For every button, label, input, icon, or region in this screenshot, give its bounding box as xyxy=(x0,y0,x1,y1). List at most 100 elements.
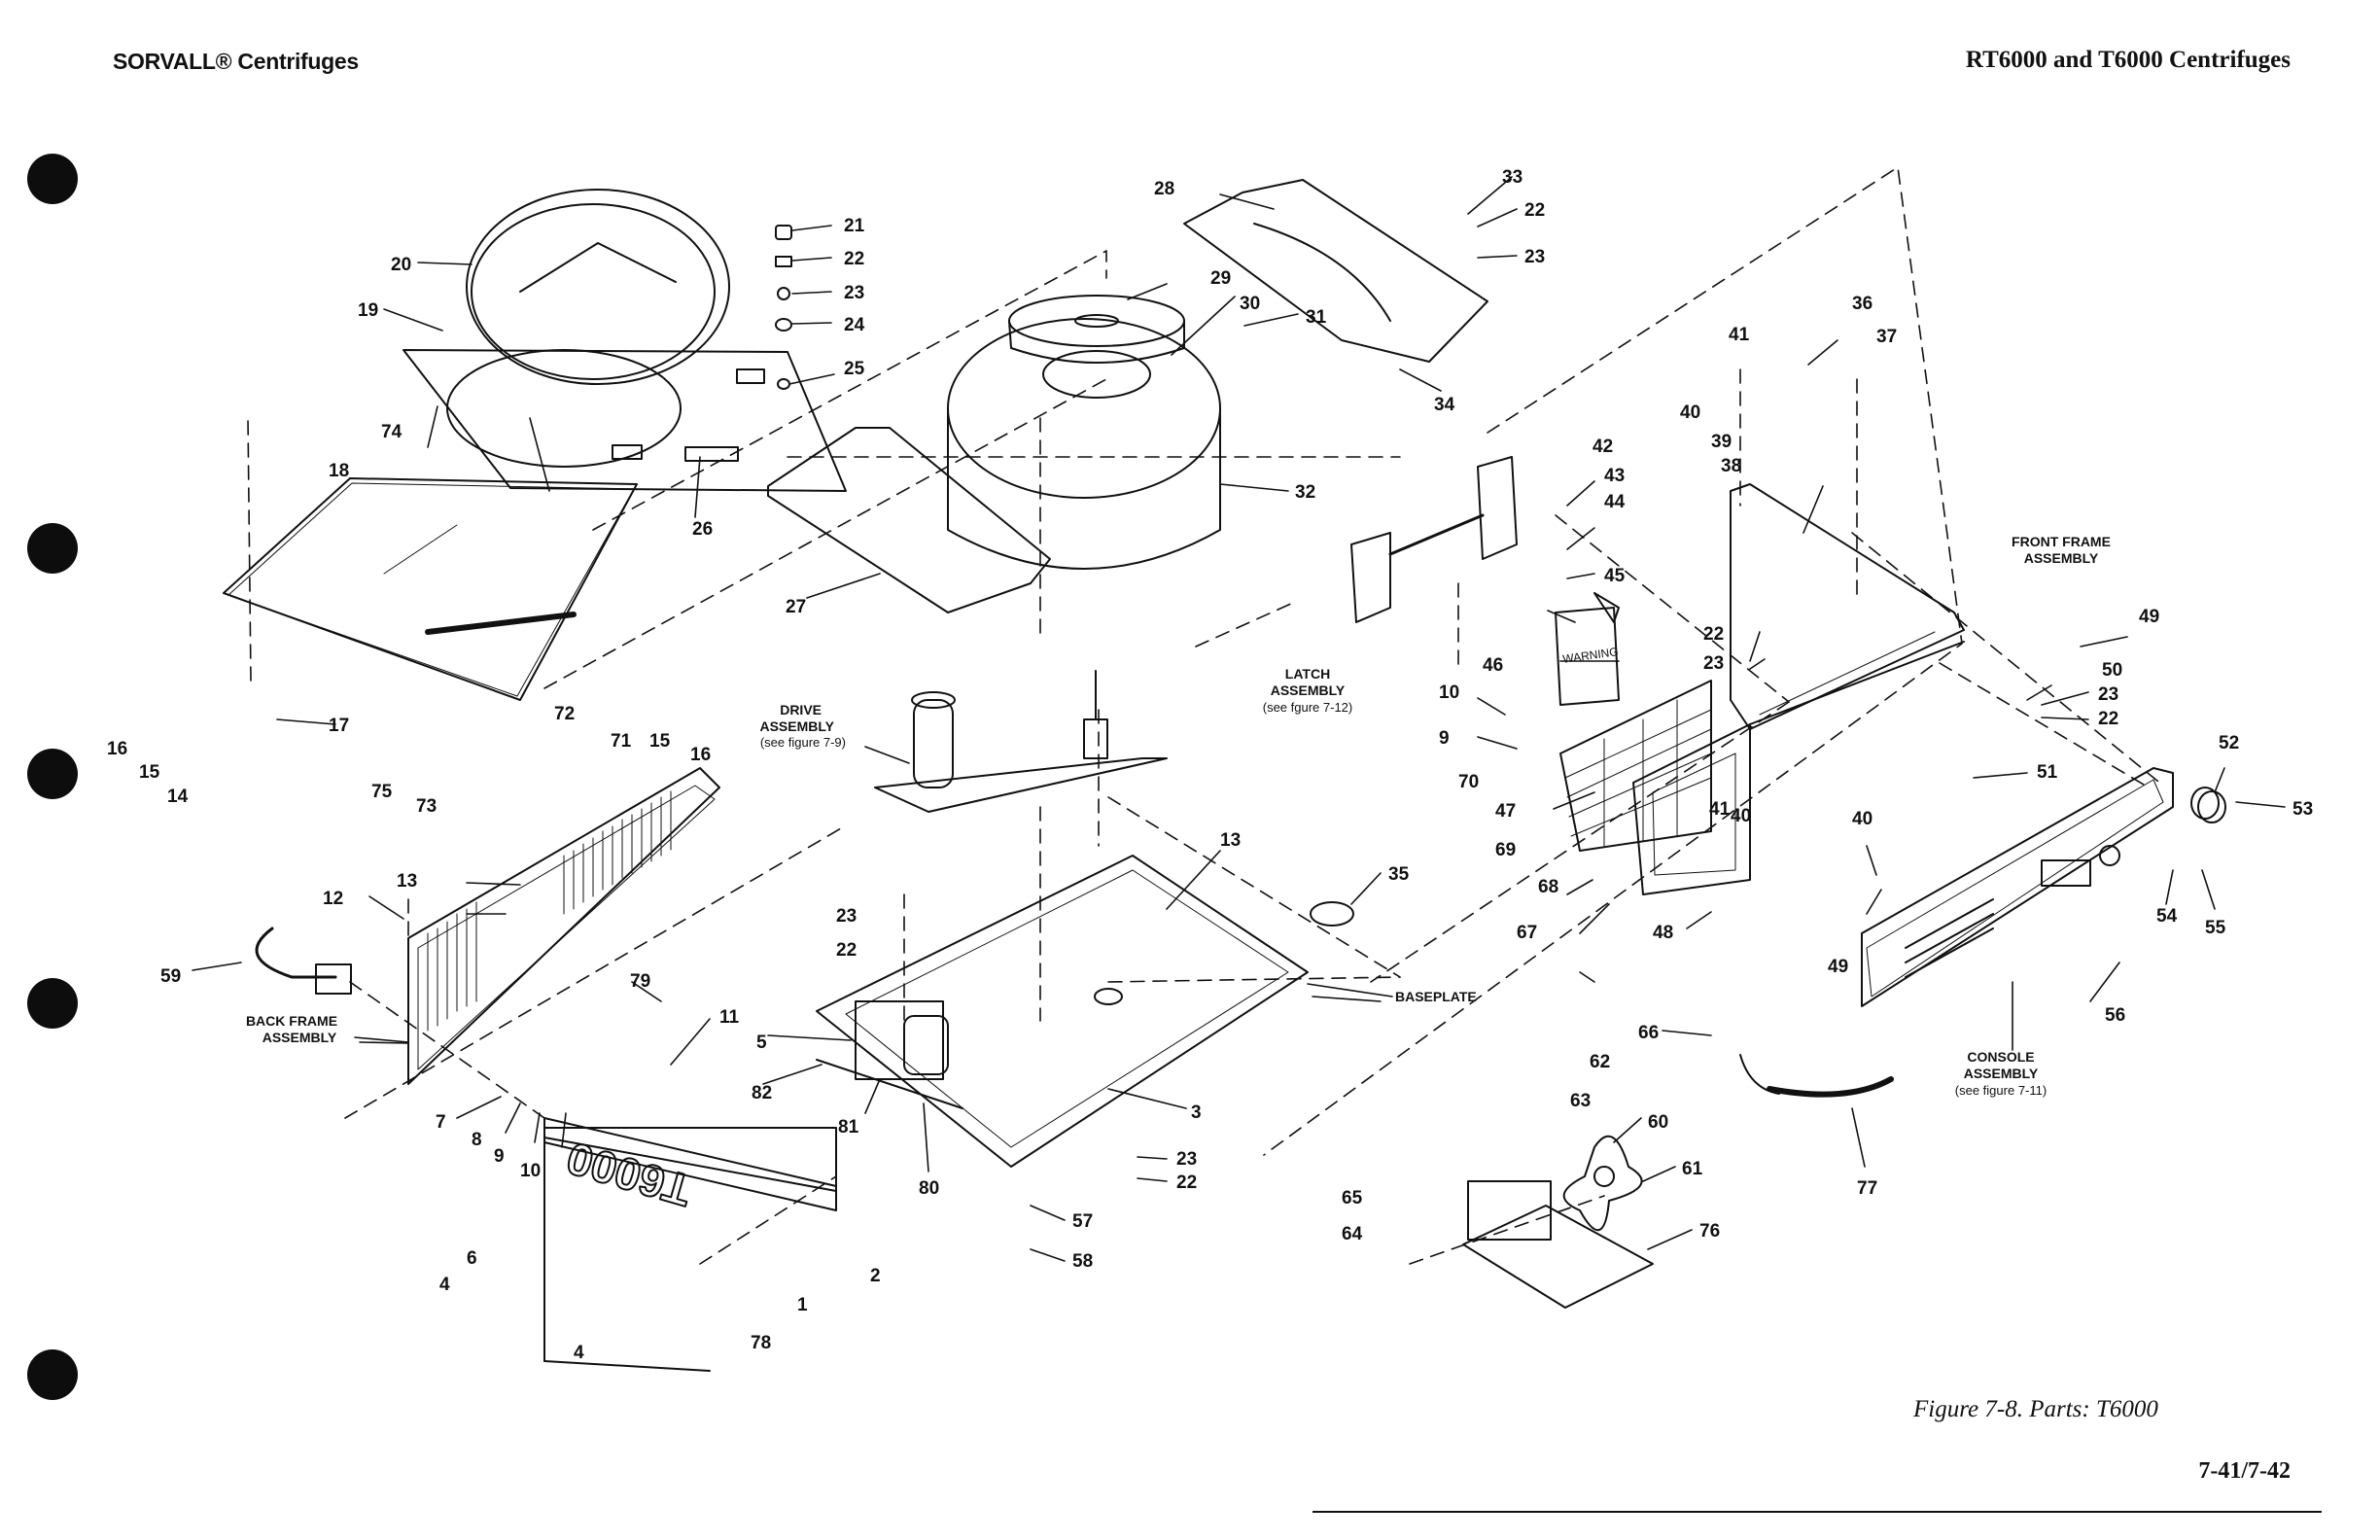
callout-9a: 9 xyxy=(494,1146,505,1167)
t6000-mark: T6000 xyxy=(561,1133,697,1216)
callout-31: 31 xyxy=(1306,307,1327,328)
callout-47: 47 xyxy=(1495,801,1516,822)
callout-71: 71 xyxy=(611,731,632,752)
callout-29: 29 xyxy=(1210,268,1231,289)
page-header-right: RT6000 and T6000 Centrifuges xyxy=(1965,47,2291,73)
callout-numbers: 20 19 21 22 23 24 25 26 28 29 30 31 32 3… xyxy=(107,167,2313,1363)
callout-45: 45 xyxy=(1604,566,1626,586)
warning-bracket xyxy=(1555,592,1620,706)
front-frame-label-1: FRONT FRAME xyxy=(2012,534,2111,549)
assembly-labels: DRIVE ASSEMBLY (see figure 7-9) LATCH AS… xyxy=(246,534,2111,1098)
knob xyxy=(2190,787,2226,823)
callout-41a: 41 xyxy=(1729,325,1750,345)
baseplate-label: BASEPLATE xyxy=(1395,989,1477,1004)
callout-11: 11 xyxy=(719,1007,740,1028)
drive-assembly-label-1: DRIVE xyxy=(780,702,822,718)
callout-2: 2 xyxy=(870,1266,881,1286)
callout-1: 1 xyxy=(797,1295,808,1315)
callout-6: 6 xyxy=(467,1248,477,1269)
callout-22a: 22 xyxy=(844,249,864,269)
callout-28: 28 xyxy=(1154,179,1174,199)
callout-41b: 41 xyxy=(1709,799,1731,820)
callout-17: 17 xyxy=(329,716,349,736)
page-number: 7-41/7-42 xyxy=(2198,1458,2291,1484)
callout-21: 21 xyxy=(844,216,865,236)
callout-9b: 9 xyxy=(1439,728,1450,749)
callout-22d: 22 xyxy=(1176,1172,1197,1193)
callout-16a: 16 xyxy=(107,739,127,759)
front-frame-label-2: ASSEMBLY xyxy=(2024,550,2099,566)
front-frame-assembly xyxy=(1632,483,1965,895)
callout-25: 25 xyxy=(844,359,865,379)
callout-58: 58 xyxy=(1072,1251,1093,1272)
callout-14: 14 xyxy=(167,787,189,807)
callout-4a: 4 xyxy=(439,1275,450,1295)
figure-caption: Figure 7-8. Parts: T6000 xyxy=(1913,1396,2158,1422)
callout-77: 77 xyxy=(1857,1178,1877,1199)
callout-63: 63 xyxy=(1570,1091,1591,1111)
rotor-bowl xyxy=(947,295,1221,570)
callout-23f: 23 xyxy=(2098,684,2118,705)
callout-32: 32 xyxy=(1295,482,1315,503)
drive-motor-mount xyxy=(816,1000,963,1109)
side-cover-panel xyxy=(543,1117,837,1372)
callout-22c: 22 xyxy=(836,940,857,961)
binder-hole-4 xyxy=(27,978,78,1029)
latch-assembly-sketch xyxy=(1350,456,1518,623)
callout-8: 8 xyxy=(472,1130,482,1150)
back-frame-panel xyxy=(407,767,720,1085)
callout-73: 73 xyxy=(416,796,437,817)
callout-23a: 23 xyxy=(844,283,864,303)
callout-36: 36 xyxy=(1852,294,1872,314)
callout-35: 35 xyxy=(1388,864,1410,885)
drive-assembly-sketch xyxy=(874,670,1168,813)
callout-13a: 13 xyxy=(397,871,417,892)
callout-13b: 13 xyxy=(1220,830,1241,851)
fan-assembly xyxy=(1462,1135,1654,1309)
bowl-plates xyxy=(767,179,1488,613)
vent-pad xyxy=(1310,901,1354,927)
cables xyxy=(255,927,1894,1098)
callout-62: 62 xyxy=(1590,1052,1610,1072)
callout-68: 68 xyxy=(1538,877,1558,897)
baseplate xyxy=(816,855,1309,1168)
callout-55: 55 xyxy=(2205,918,2226,938)
callout-76: 76 xyxy=(1699,1221,1720,1242)
callout-16b: 16 xyxy=(690,745,711,765)
callout-59: 59 xyxy=(160,966,181,987)
callout-49a: 49 xyxy=(2139,607,2159,627)
callout-10b: 10 xyxy=(1439,682,1459,703)
callout-19: 19 xyxy=(358,300,378,321)
callout-54: 54 xyxy=(2156,906,2178,927)
callout-22e: 22 xyxy=(1703,624,1724,645)
callout-5: 5 xyxy=(756,1032,767,1053)
callout-39: 39 xyxy=(1711,432,1732,452)
leader-lines xyxy=(192,176,2286,1262)
callout-38: 38 xyxy=(1721,456,1741,476)
callout-48: 48 xyxy=(1653,923,1673,943)
callout-23d: 23 xyxy=(1176,1149,1197,1170)
callout-51: 51 xyxy=(2037,762,2058,783)
callout-12: 12 xyxy=(323,889,343,909)
callout-15b: 15 xyxy=(649,731,671,752)
callout-46: 46 xyxy=(1483,655,1503,676)
callout-40c: 40 xyxy=(1852,809,1872,829)
callout-67: 67 xyxy=(1517,923,1537,943)
back-frame-label-1: BACK FRAME xyxy=(246,1013,337,1029)
console-label-1: CONSOLE xyxy=(1967,1049,2034,1065)
drive-assembly-label-3: (see figure 7-9) xyxy=(760,735,846,750)
callout-37: 37 xyxy=(1876,327,1897,347)
footer-rule xyxy=(1312,1511,2322,1513)
callout-78: 78 xyxy=(751,1333,771,1353)
callout-64: 64 xyxy=(1342,1224,1363,1244)
window-lid xyxy=(223,477,638,701)
callout-27: 27 xyxy=(786,597,806,617)
callout-72: 72 xyxy=(554,704,575,724)
page-header-left: SORVALL® Centrifuges xyxy=(113,49,359,74)
latch-assembly-label-1: LATCH xyxy=(1285,666,1330,682)
callout-56: 56 xyxy=(2105,1005,2125,1026)
callout-75: 75 xyxy=(371,782,393,802)
callout-23b: 23 xyxy=(1524,247,1545,267)
latch-assembly-label-2: ASSEMBLY xyxy=(1271,682,1346,698)
back-frame-label-2: ASSEMBLY xyxy=(262,1030,337,1045)
